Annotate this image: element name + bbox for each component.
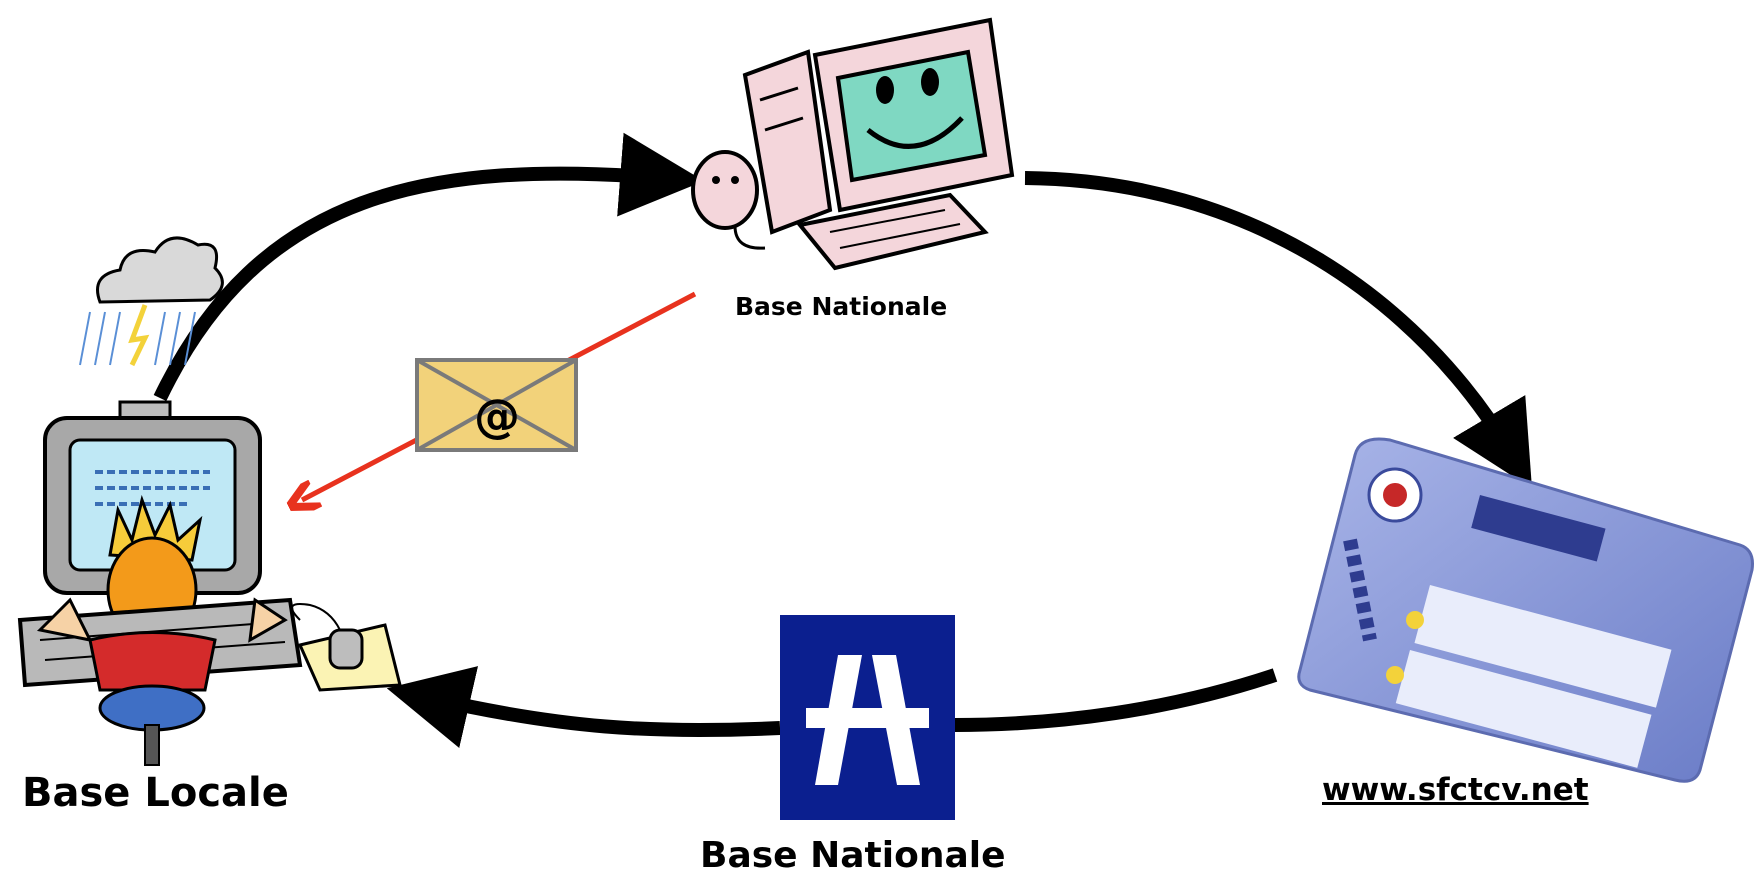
base-nationale-top-label: Base Nationale	[735, 292, 948, 321]
flow-arrow-bottom-to-local	[386, 666, 781, 748]
email-envelope-icon: @	[415, 358, 578, 452]
email-at-symbol: @	[474, 389, 520, 443]
website-screenshot-icon	[1297, 437, 1754, 783]
storm-cloud-icon	[79, 236, 224, 367]
base-locale-label: Base Locale	[22, 770, 289, 816]
website-link[interactable]: www.sfctcv.net	[1322, 772, 1589, 808]
autoroute-logo-icon	[780, 615, 955, 820]
smiling-computer-icon	[691, 17, 1015, 271]
base-nationale-bottom-label: Base Nationale	[700, 835, 1006, 876]
flow-arrow-local-to-national	[153, 132, 705, 402]
person-at-computer-icon	[17, 400, 402, 766]
flow-arrow-website-to-bottom	[954, 668, 1278, 732]
flow-arrow-national-to-website	[1024, 171, 1533, 489]
